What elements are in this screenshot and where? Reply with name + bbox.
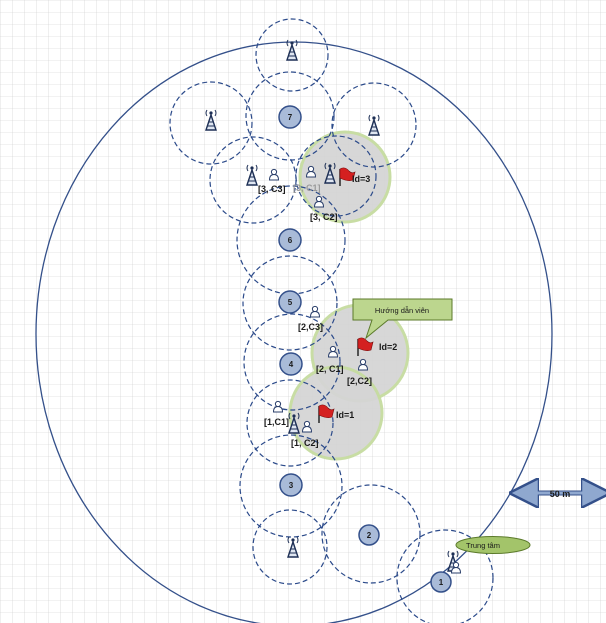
node-1: 1 bbox=[430, 571, 452, 593]
client-label: [1, C2] bbox=[291, 438, 319, 448]
svg-text:6: 6 bbox=[288, 236, 293, 245]
scale-bar: 50 m bbox=[524, 489, 596, 499]
client-label: [2, C1] bbox=[316, 364, 344, 374]
group-2-id: Id=2 bbox=[379, 342, 397, 352]
group-1-id: Id=1 bbox=[336, 410, 354, 420]
coverage-boundary bbox=[35, 41, 553, 623]
svg-text:4: 4 bbox=[289, 360, 294, 369]
svg-text:2: 2 bbox=[367, 531, 372, 540]
group-3-id: Id=3 bbox=[352, 174, 370, 184]
client-label: [3, C1] bbox=[293, 183, 321, 193]
svg-text:5: 5 bbox=[288, 298, 293, 307]
node-6: 6 bbox=[278, 228, 302, 252]
node-7: 7 bbox=[278, 105, 302, 129]
node-2: 2 bbox=[358, 524, 380, 546]
node-5: 5 bbox=[278, 290, 302, 314]
client-label: [3, C3] bbox=[258, 184, 286, 194]
svg-text:7: 7 bbox=[288, 113, 293, 122]
svg-text:Hướng dẫn viên: Hướng dẫn viên bbox=[375, 306, 429, 315]
node-3: 3 bbox=[279, 473, 303, 497]
svg-text:Trung tâm: Trung tâm bbox=[466, 541, 500, 550]
svg-text:1: 1 bbox=[439, 578, 444, 587]
svg-text:3: 3 bbox=[289, 481, 294, 490]
client-label: [3, C2] bbox=[310, 212, 338, 222]
client-label: [2,C2] bbox=[347, 376, 372, 386]
client-label: [2,C3] bbox=[298, 322, 323, 332]
coverage-circles bbox=[169, 18, 494, 623]
guide-callout: Hướng dẫn viên bbox=[352, 298, 453, 340]
client-label: [1,C1] bbox=[264, 417, 289, 427]
node-4: 4 bbox=[279, 352, 303, 376]
svg-text:50 m: 50 m bbox=[550, 489, 571, 499]
center-callout: Trung tâm bbox=[455, 536, 531, 554]
